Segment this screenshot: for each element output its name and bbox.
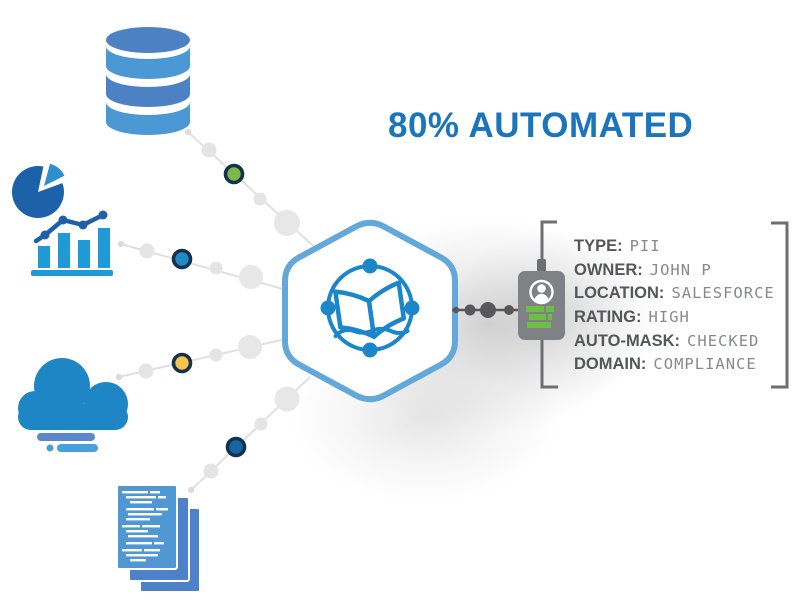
metadata-value: JOHN P xyxy=(649,260,712,279)
metadata-row-location: LOCATION: SALESFORCE xyxy=(574,282,775,306)
connector-database xyxy=(184,128,321,253)
metadata-row-type: TYPE: PII xyxy=(574,235,775,259)
blue-node-dot xyxy=(171,248,193,270)
badge-text-bars xyxy=(526,306,554,328)
metadata-row-owner: OWNER: JOHN P xyxy=(574,259,775,283)
connector-hexagon-badge xyxy=(452,302,519,318)
person-icon xyxy=(529,279,554,305)
metadata-value: PII xyxy=(629,237,661,255)
id-badge-icon xyxy=(518,259,565,340)
metadata-list: TYPE: PII OWNER: JOHN P LOCATION: SALESF… xyxy=(574,235,775,377)
document-text-lines xyxy=(122,491,168,562)
metadata-value: HIGH xyxy=(648,308,690,327)
metadata-row-automask: AUTO-MASK: CHECKED xyxy=(574,330,775,354)
metadata-row-rating: RATING: HIGH xyxy=(574,306,775,330)
documents-icon xyxy=(116,484,201,593)
metadata-value: SALESFORCE xyxy=(671,284,775,303)
connector-cloud xyxy=(115,335,291,381)
metadata-label: AUTO-MASK: xyxy=(574,331,681,350)
database-icon xyxy=(106,27,190,135)
open-book-network-icon xyxy=(320,258,420,358)
cloud-icon xyxy=(18,358,128,452)
right-bracket xyxy=(771,221,789,389)
open-book-glyph xyxy=(333,280,410,339)
metadata-label: OWNER: xyxy=(574,260,643,279)
metadata-row-domain: DOMAIN: COMPLIANCE xyxy=(574,353,775,377)
bar-line-chart-icon xyxy=(31,210,113,276)
deep-blue-node-dot xyxy=(225,436,247,458)
metadata-label: TYPE: xyxy=(574,237,623,255)
metadata-label: LOCATION: xyxy=(574,284,665,303)
connector-charts xyxy=(117,240,291,292)
metadata-value: COMPLIANCE xyxy=(653,355,757,374)
metadata-value: CHECKED xyxy=(687,331,760,350)
yellow-node-dot xyxy=(171,352,193,374)
pie-chart-icon xyxy=(11,163,65,219)
connector-documents xyxy=(187,376,311,494)
hexagon-hub xyxy=(282,219,458,403)
green-node-dot xyxy=(223,163,245,185)
headline: 80% AUTOMATED xyxy=(388,106,694,145)
metadata-label: RATING: xyxy=(574,308,642,327)
metadata-label: DOMAIN: xyxy=(574,355,647,374)
